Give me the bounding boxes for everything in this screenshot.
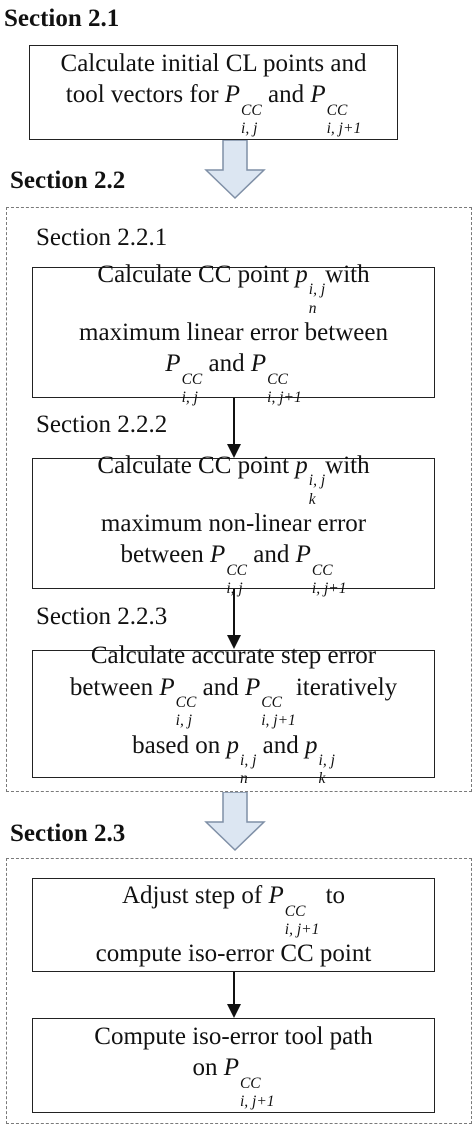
flow-arrow-down <box>227 972 241 1018</box>
box-text: and <box>262 731 299 759</box>
box-text: between <box>69 673 154 701</box>
box-line: maximum linear error between <box>79 317 388 348</box>
flow-arrow-large-shape <box>204 140 266 200</box>
box-text: on <box>192 1054 218 1082</box>
box-line: Calculate initial CL points and <box>61 48 367 79</box>
box-text: Calculate CC point <box>97 451 290 479</box>
box-text: Calculate accurate step error <box>90 642 377 670</box>
flow-arrow-large <box>204 140 266 200</box>
flow-arrow-head <box>227 635 241 649</box>
box-text: and <box>202 673 239 701</box>
flow-arrow-down <box>227 589 241 649</box>
box-line: Compute iso-error tool path <box>94 1021 372 1052</box>
section-heading-2-2: Section 2.2 <box>10 167 126 194</box>
box-text: and <box>267 81 305 109</box>
box-text: between <box>120 541 204 569</box>
box-text: and <box>253 541 290 569</box>
box-initial-cl-points: Calculate initial CL points and tool vec… <box>29 45 398 140</box>
section-2-3-region <box>6 858 472 1124</box>
box-text: Adjust step of <box>121 882 263 910</box>
section-heading-2-1: Section 2.1 <box>4 5 120 32</box>
box-text: Compute iso-error tool path <box>94 1022 373 1050</box>
box-line: Calculate accurate step error <box>91 640 376 671</box>
flow-arrow-large <box>204 792 266 852</box>
box-text: maximum linear error between <box>79 318 388 346</box>
box-text: with <box>325 260 370 288</box>
flow-arrow-head <box>227 1004 241 1018</box>
box-text: Calculate initial CL points and <box>60 49 367 77</box>
subsection-label-2-2-2: Section 2.2.2 <box>36 411 168 438</box>
box-text: Calculate CC point <box>97 260 290 288</box>
box-text: and <box>208 350 245 378</box>
box-text: with <box>325 451 370 479</box>
flow-arrow-large-shape <box>204 792 266 852</box>
flow-arrow-head <box>227 444 241 458</box>
box-line: compute iso-error CC point <box>96 938 372 969</box>
box-line: maximum non-linear error <box>101 508 366 539</box>
box-text: maximum non-linear error <box>100 509 367 537</box>
box-text: iteratively <box>295 673 398 701</box>
subsection-label-2-2-3: Section 2.2.3 <box>36 603 168 630</box>
subsection-label-2-2-1: Section 2.2.1 <box>36 224 168 251</box>
box-text: tool vectors for <box>65 81 219 109</box>
section-heading-2-3: Section 2.3 <box>10 820 126 847</box>
box-text: to <box>325 882 346 910</box>
box-text: compute iso-error CC point <box>95 940 372 968</box>
box-text: based on <box>132 731 221 759</box>
flow-arrow-down <box>227 398 241 458</box>
